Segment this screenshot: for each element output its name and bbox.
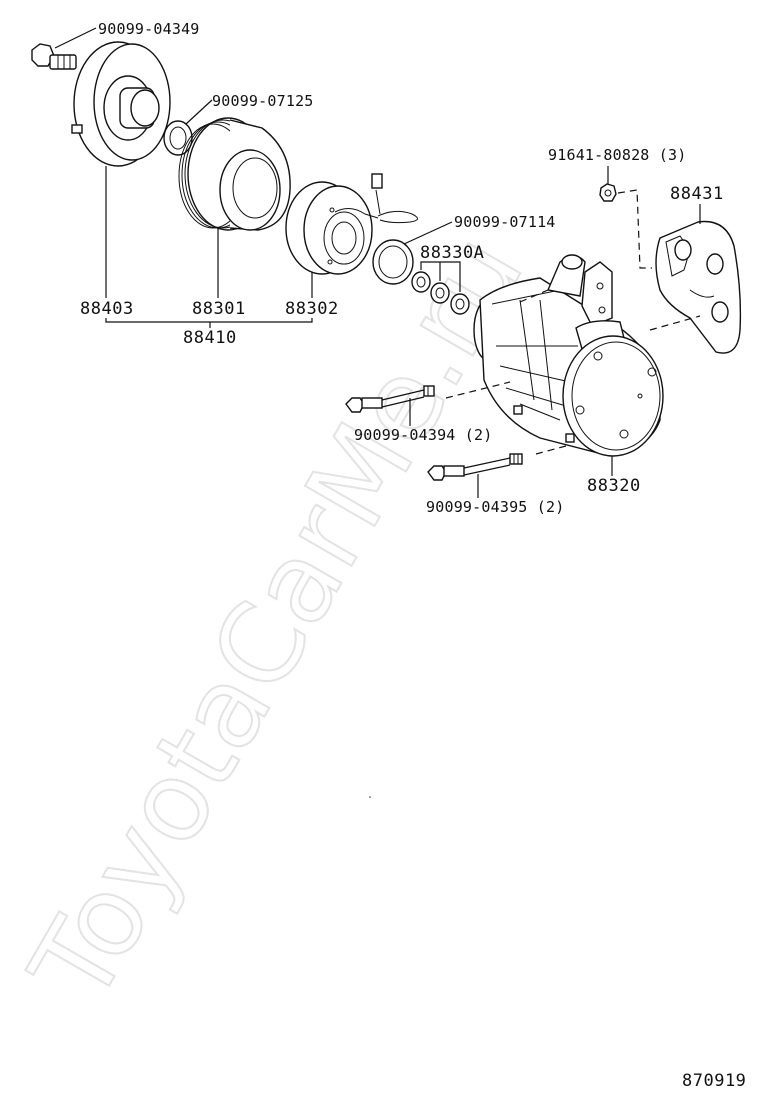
callout-compressor[interactable]: 88320: [587, 476, 641, 496]
callout-shims[interactable]: 88330A: [420, 243, 484, 263]
snap-ring-large-part[interactable]: [372, 239, 414, 285]
callout-bolt-long-upper[interactable]: 90099-04394 (2): [354, 426, 492, 444]
bolt-long-upper-part[interactable]: [345, 385, 435, 413]
snap-ring-small-part[interactable]: [163, 120, 193, 156]
callout-pulley[interactable]: 88301: [192, 299, 246, 319]
field-coil-part[interactable]: [285, 173, 418, 275]
callout-bracket[interactable]: 88431: [670, 184, 724, 204]
nut-part[interactable]: [599, 183, 617, 202]
speck: [369, 796, 371, 798]
callout-bolt-top[interactable]: 90099-04349: [98, 20, 200, 38]
dash-compressor-top: [519, 289, 549, 303]
callout-bolt-long-lower[interactable]: 90099-04395 (2): [426, 498, 564, 516]
leader-snap-ring-large: [403, 221, 453, 245]
callout-snap-ring-small[interactable]: 90099-07125: [212, 92, 314, 110]
pulley-part[interactable]: [178, 117, 291, 231]
dash-compressor-bracket-upper: [649, 315, 701, 331]
shims-part[interactable]: [411, 271, 470, 315]
bolt-top-part[interactable]: [31, 43, 77, 70]
callout-hub[interactable]: 88403: [80, 299, 134, 319]
hub-part[interactable]: [71, 41, 171, 167]
dash-nut-to-bracket: [617, 189, 652, 269]
dash-bolt-lower: [535, 445, 567, 455]
bracket-part[interactable]: [655, 220, 742, 354]
diagram-code: 870919: [682, 1071, 746, 1091]
callout-snap-ring-large[interactable]: 90099-07114: [454, 213, 556, 231]
leader-shims: [420, 261, 461, 292]
watermark: ToyotaCarMe.ru: [6, 214, 548, 1024]
leader-bolt-top: [54, 27, 97, 49]
callout-nut[interactable]: 91641-80828 (3): [548, 146, 686, 164]
callout-clutch-assy[interactable]: 88410: [183, 328, 237, 348]
bracket-clutch-assy: [105, 318, 313, 328]
compressor-part[interactable]: [473, 254, 664, 457]
dash-bolt-upper: [445, 381, 511, 399]
leader-snap-ring-small: [185, 99, 213, 125]
callout-field-coil[interactable]: 88302: [285, 299, 339, 319]
bolt-long-lower-part[interactable]: [427, 453, 523, 481]
